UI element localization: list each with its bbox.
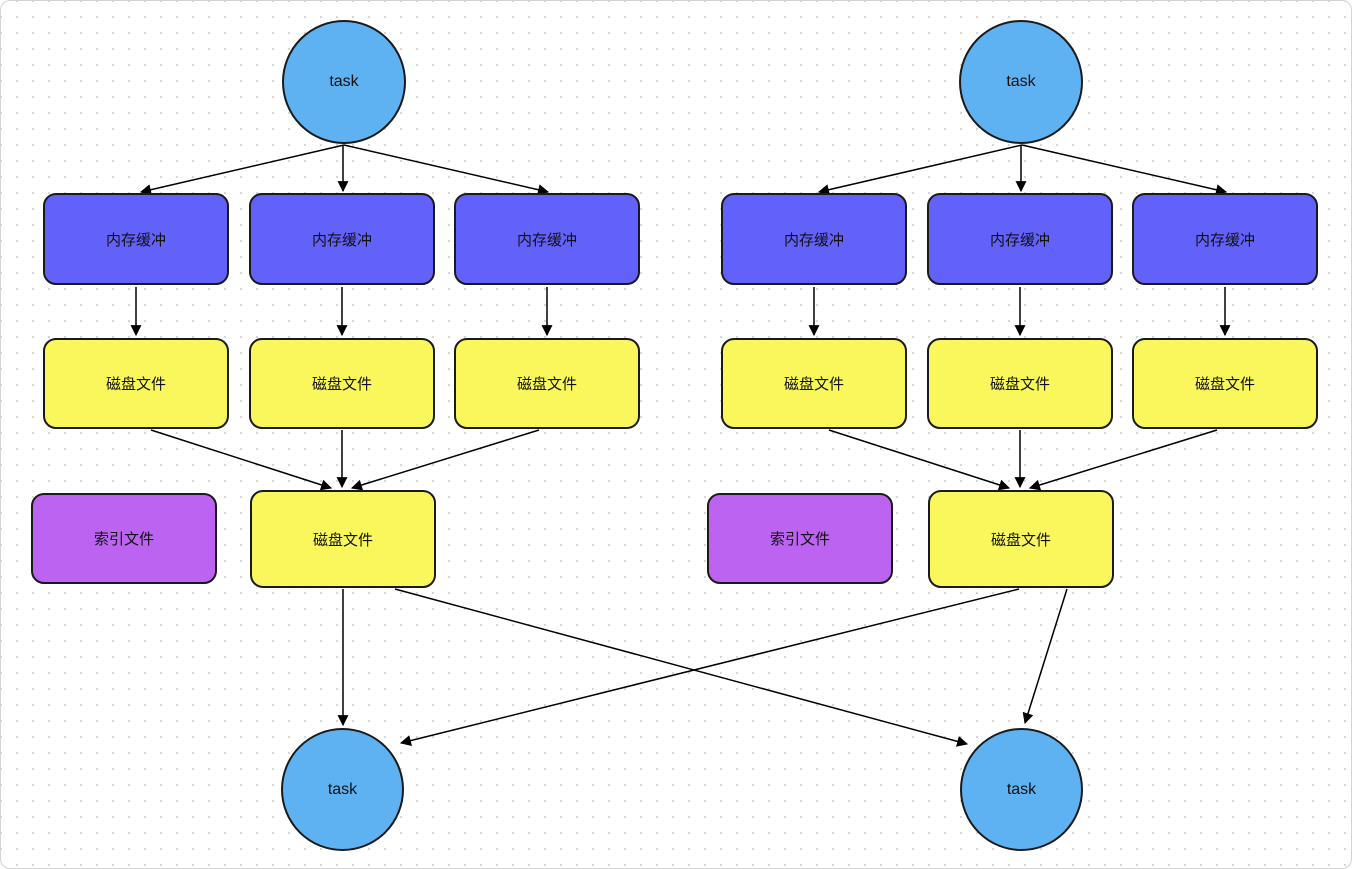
memory-buffer-right-1[interactable]: 内存缓冲 (721, 193, 907, 285)
task-node-top-left[interactable]: task (282, 20, 406, 144)
index-file-left[interactable]: 索引文件 (31, 493, 217, 584)
memory-buffer-label: 内存缓冲 (989, 231, 1050, 249)
disk-file-left-2[interactable]: 磁盘文件 (249, 338, 435, 429)
disk-file-label: 磁盘文件 (105, 376, 166, 393)
memory-buffer-label: 内存缓冲 (311, 231, 372, 249)
memory-buffer-left-1[interactable]: 内存缓冲 (43, 193, 229, 285)
disk-file-right-1[interactable]: 磁盘文件 (721, 338, 907, 429)
task-node-bottom-right[interactable]: task (960, 728, 1083, 851)
task-label: task (1006, 780, 1037, 798)
memory-buffer-right-3[interactable]: 内存缓冲 (1132, 193, 1318, 285)
disk-file-label: 磁盘文件 (783, 376, 844, 393)
memory-buffer-label: 内存缓冲 (105, 231, 166, 249)
disk-file-merged-right[interactable]: 磁盘文件 (928, 490, 1114, 588)
disk-file-right-3[interactable]: 磁盘文件 (1132, 338, 1318, 429)
disk-file-label: 磁盘文件 (989, 376, 1050, 393)
task-node-top-right[interactable]: task (959, 20, 1083, 144)
disk-file-right-2[interactable]: 磁盘文件 (927, 338, 1113, 429)
disk-file-merged-left[interactable]: 磁盘文件 (250, 490, 436, 588)
disk-file-label: 磁盘文件 (311, 376, 372, 393)
disk-file-label: 磁盘文件 (312, 531, 373, 549)
disk-file-left-1[interactable]: 磁盘文件 (43, 338, 229, 429)
disk-file-label: 磁盘文件 (990, 531, 1051, 549)
disk-file-label: 磁盘文件 (1194, 376, 1255, 393)
disk-file-left-3[interactable]: 磁盘文件 (454, 338, 640, 429)
memory-buffer-left-2[interactable]: 内存缓冲 (249, 193, 435, 285)
index-file-label: 索引文件 (93, 531, 154, 548)
task-label: task (1006, 73, 1036, 90)
memory-buffer-label: 内存缓冲 (1194, 231, 1255, 249)
task-node-bottom-left[interactable]: task (281, 728, 404, 851)
memory-buffer-right-2[interactable]: 内存缓冲 (927, 193, 1113, 285)
task-label: task (329, 73, 359, 90)
memory-buffer-label: 内存缓冲 (516, 231, 577, 249)
task-label: task (327, 780, 358, 798)
disk-file-label: 磁盘文件 (516, 376, 577, 393)
index-file-right[interactable]: 索引文件 (707, 493, 893, 584)
index-file-label: 索引文件 (769, 531, 830, 548)
memory-buffer-label: 内存缓冲 (783, 231, 844, 249)
memory-buffer-left-3[interactable]: 内存缓冲 (454, 193, 640, 285)
